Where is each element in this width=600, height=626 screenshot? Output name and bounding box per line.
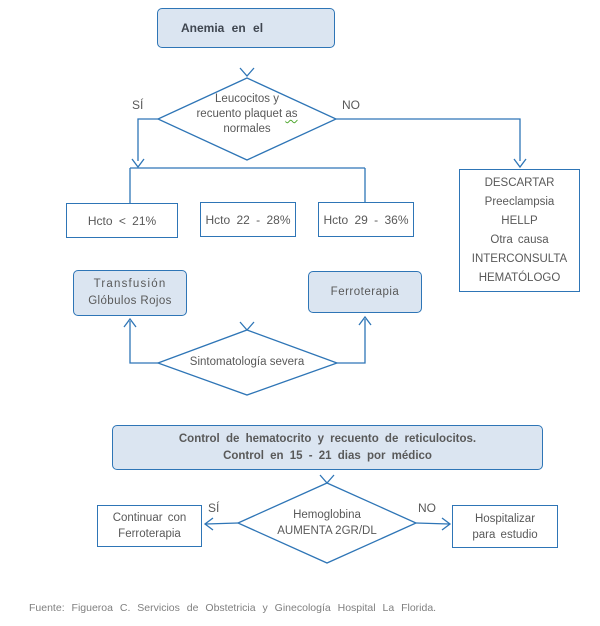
continuar-line-2: Ferroterapia [118,528,181,540]
hcto-29-36-box: Hcto 29 - 36% [318,202,414,237]
descartar-line-3: HELLP [501,214,538,227]
ferroterapia-label: Ferroterapia [330,286,400,298]
descartar-line-4: Otra causa [490,233,549,246]
decision2-label: Sintomatología severa [189,356,305,368]
descartar-line-6: HEMATÓLOGO [478,271,561,284]
transfusion-connector [129,321,158,364]
decision1-yes-label: SÍ [132,98,144,112]
decision1-line1: Leucocitos y [215,93,279,105]
decision1-line2: recuento plaquet as [196,108,298,120]
descartar-line-2: Preeclampsia [484,195,555,208]
yes3-connector [205,522,239,525]
descartar-line-5: INTERCONSULTA [471,252,568,265]
decision1-no-label: NO [342,98,360,112]
hcto-lt-21-label: Hcto < 21% [87,213,157,228]
transfusion-arrowhead-icon [123,317,137,328]
hcto-22-28-label: Hcto 22 - 28% [205,212,291,227]
ferroterapia-arrowhead-icon [358,315,372,326]
start-box-label: Anemia en el [181,21,264,35]
decision3-line-2: AUMENTA 2GR/DL [277,525,377,537]
continuar-ferroterapia-box: Continuar con Ferroterapia [97,505,202,547]
decision1-diamond [156,77,338,161]
decision3-no-label: NO [418,501,436,515]
ferroterapia-box: Ferroterapia [308,271,422,313]
decision3-yes-label: SÍ [208,501,220,515]
arrow-into-decision2-icon [239,321,255,331]
control-line-1: Control de hematocrito y recuento de ret… [178,432,477,445]
yes1-arrowhead-icon [131,158,145,169]
transfusion-line-1: Transfusión [93,278,167,290]
hospitalizar-box: Hospitalizar para estudio [452,505,558,548]
hospitalizar-line-1: Hospitalizar [474,512,536,525]
decision3-diamond [236,482,418,564]
arrow-into-decision3-icon [319,474,335,484]
source-note: Fuente: Figueroa C. Servicios de Obstetr… [29,602,437,614]
no3-connector [415,522,450,525]
decision3-label: Hemoglobina AUMENTA 2GR/DL [247,507,407,539]
descartar-line-1: DESCARTAR [484,176,555,189]
hcto-lt-21-box: Hcto < 21% [66,203,178,238]
continuar-line-1: Continuar con [112,512,187,524]
no1-arrowhead-icon [513,158,527,169]
misspelled-word: as [285,108,298,120]
control-line-2: Control en 15 - 21 dias por médico [223,449,432,462]
no1-connector [336,118,521,161]
decision2-diamond [156,329,339,396]
start-box-anemia: Anemia en el [157,8,335,48]
control-box: Control de hematocrito y recuento de ret… [112,425,543,470]
yes3-arrowhead-icon [203,517,214,531]
yes1-connector [137,118,158,161]
hospitalizar-line-2: para estudio [472,528,538,541]
descartar-box: DESCARTAR Preeclampsia HELLP Otra causa … [459,169,580,292]
decision1-line3: normales [223,123,271,135]
transfusion-box: Transfusión Glóbulos Rojos [73,270,187,316]
decision1-label: Leucocitos y recuento plaquet as normale… [167,92,327,137]
no3-arrowhead-icon [441,517,452,531]
arrow-into-decision1-icon [239,67,255,77]
hcto-22-28-box: Hcto 22 - 28% [200,202,296,237]
hcto-29-36-label: Hcto 29 - 36% [323,212,409,227]
ferroterapia-connector [337,319,366,364]
decision3-line-1: Hemoglobina [293,509,361,521]
transfusion-line-2: Glóbulos Rojos [88,295,172,307]
